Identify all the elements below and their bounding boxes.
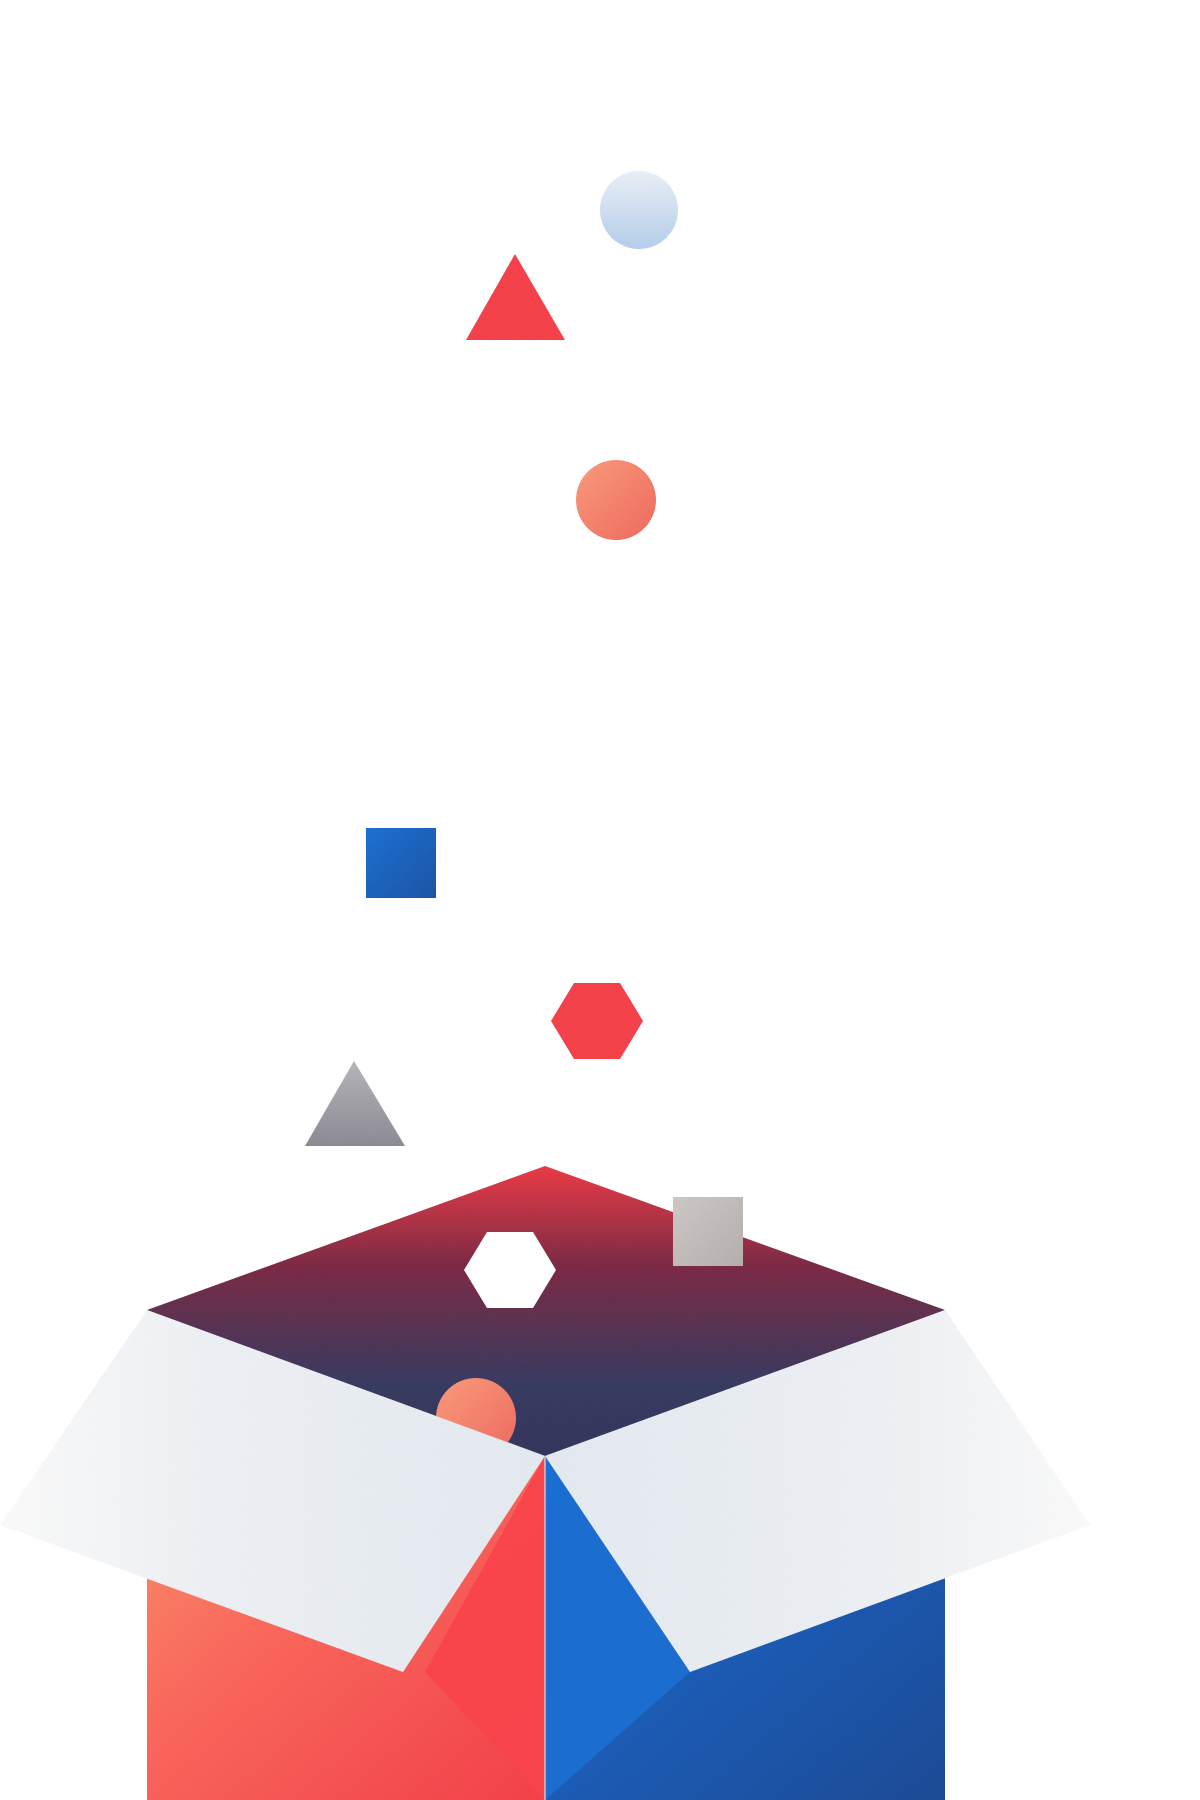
coral-circle-icon (576, 460, 656, 540)
red-triangle-icon (466, 254, 565, 340)
red-hexagon-icon (551, 983, 643, 1059)
pale-blue-circle-icon (600, 171, 678, 249)
gray-square-icon (673, 1197, 743, 1266)
gray-triangle-icon (305, 1061, 405, 1146)
open-box-icon (0, 1310, 1090, 1800)
white-hexagon-icon (464, 1232, 556, 1308)
box-opening (147, 1166, 945, 1456)
blue-square-icon (366, 828, 436, 898)
